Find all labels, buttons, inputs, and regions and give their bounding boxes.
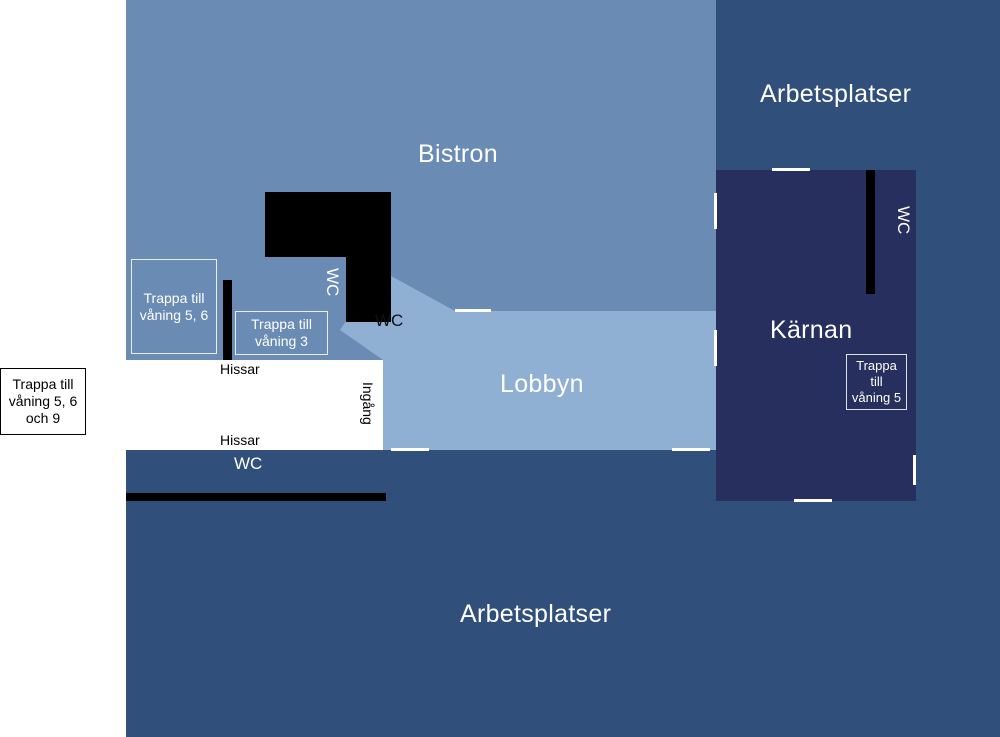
- stair-box-3: Trappa till våning 3: [235, 311, 328, 355]
- label-ingang: Ingång: [360, 382, 376, 425]
- stair-external-text: Trappa till våning 5, 6 och 9: [8, 376, 78, 426]
- stair-3-text: Trappa till våning 3: [251, 316, 312, 349]
- label-karnan: Kärnan: [770, 316, 853, 344]
- door-lobby-bottom-left: [391, 448, 429, 451]
- stair-core-5-text: Trappa till våning 5: [851, 358, 902, 405]
- door-core-top: [772, 168, 810, 171]
- stair-5-6-text: Trappa till våning 5, 6: [139, 289, 209, 323]
- label-wc-bottom: WC: [234, 454, 263, 473]
- entrance-area: [126, 360, 383, 450]
- stair-box-core-5: Trappa till våning 5: [846, 354, 907, 410]
- label-arbetsplatser-bottom: Arbetsplatser: [460, 600, 612, 628]
- door-core-bottom: [794, 499, 832, 502]
- label-wc-bistro: WC: [323, 268, 342, 297]
- stair-box-external: Trappa till våning 5, 6 och 9: [0, 368, 86, 435]
- label-wc-diagonal: WC: [375, 311, 404, 330]
- door-core-left-mid: [714, 330, 717, 366]
- stair-box-5-6: Trappa till våning 5, 6: [131, 259, 217, 354]
- label-wc-core: WC: [894, 206, 913, 235]
- door-lobby-top: [455, 309, 491, 312]
- door-core-right: [913, 455, 916, 485]
- wall-core-wc: [866, 170, 875, 294]
- label-bistron: Bistron: [418, 140, 498, 168]
- label-hissar-top: Hissar: [220, 361, 260, 377]
- door-core-left-top: [714, 193, 717, 229]
- label-arbetsplatser-top: Arbetsplatser: [760, 80, 912, 108]
- wall-bottom: [126, 493, 386, 501]
- label-lobbyn: Lobbyn: [500, 370, 584, 398]
- door-lobby-bottom-right: [672, 448, 710, 451]
- wall-stair-divider: [223, 280, 232, 360]
- label-hissar-bottom: Hissar: [220, 432, 260, 448]
- wall-block-vertical: [346, 192, 391, 322]
